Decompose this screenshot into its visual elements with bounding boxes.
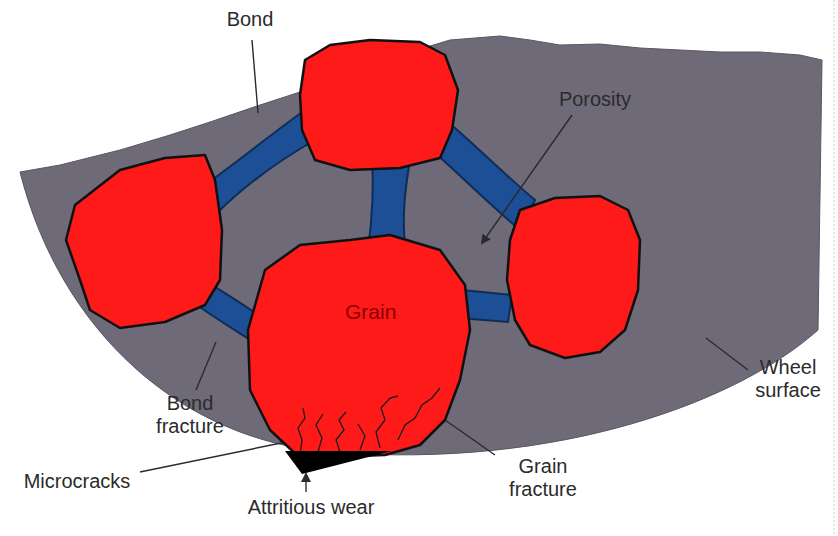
part-label: Grain fracture (488, 455, 598, 501)
grain-outline (240, 228, 480, 480)
part-label: Microcracks (12, 470, 142, 493)
grain-label: Grain (345, 300, 396, 324)
part-label: Wheel surface (748, 356, 828, 402)
abrasive-grain: Grain (240, 228, 480, 480)
part-label: Bond fracture (140, 392, 240, 438)
part-label: Porosity (545, 88, 645, 111)
part-label: Bond (215, 8, 285, 31)
part-label: Attritious wear (226, 496, 396, 519)
